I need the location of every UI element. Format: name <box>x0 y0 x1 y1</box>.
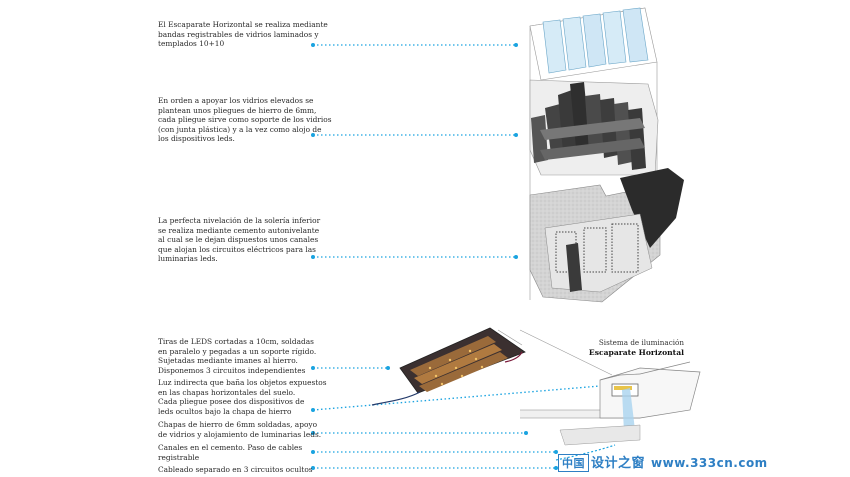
note-iron-folds: En orden a apoyar los vidrios elevados s… <box>158 96 332 144</box>
note-indirect-light: Luz indirecta que baña los objetos expue… <box>158 378 327 416</box>
system-title-line1: Sistema de iluminación <box>598 338 684 347</box>
note-cement-channels: Canales en el cemento. Paso de cables re… <box>158 443 303 462</box>
led-strip-detail <box>371 327 613 406</box>
floor-layer <box>529 168 684 303</box>
watermark-url: www.333cn.com <box>651 456 768 470</box>
watermark-mark: 中国 <box>558 454 589 472</box>
watermark-text: 设计之窗 <box>591 456 646 471</box>
leader-dots <box>311 43 558 470</box>
system-title: Sistema de iluminación Escaparate Horizo… <box>580 338 684 357</box>
note-led-strips: Tiras de LEDS cortadas a 10cm, soldadas … <box>158 337 317 375</box>
watermark: 中国设计之窗 www.333cn.com <box>558 452 768 472</box>
glass-layer <box>529 7 658 81</box>
system-title-line2: Escaparate Horizontal <box>588 347 684 357</box>
note-floor-leveling: La perfecta nivelación de la solería inf… <box>158 216 321 264</box>
leader-5 <box>312 385 601 411</box>
note-wiring: Cableado separado en 3 circuitos ocultos <box>158 465 313 474</box>
note-glass-bands: El Escaparate Horizontal se realiza medi… <box>158 20 328 49</box>
note-iron-plates: Chapas de hierro de 6mm soldadas, apoyo … <box>158 420 322 439</box>
section-detail <box>520 361 701 461</box>
leader-lines <box>312 44 601 469</box>
iron-layer <box>529 79 659 176</box>
